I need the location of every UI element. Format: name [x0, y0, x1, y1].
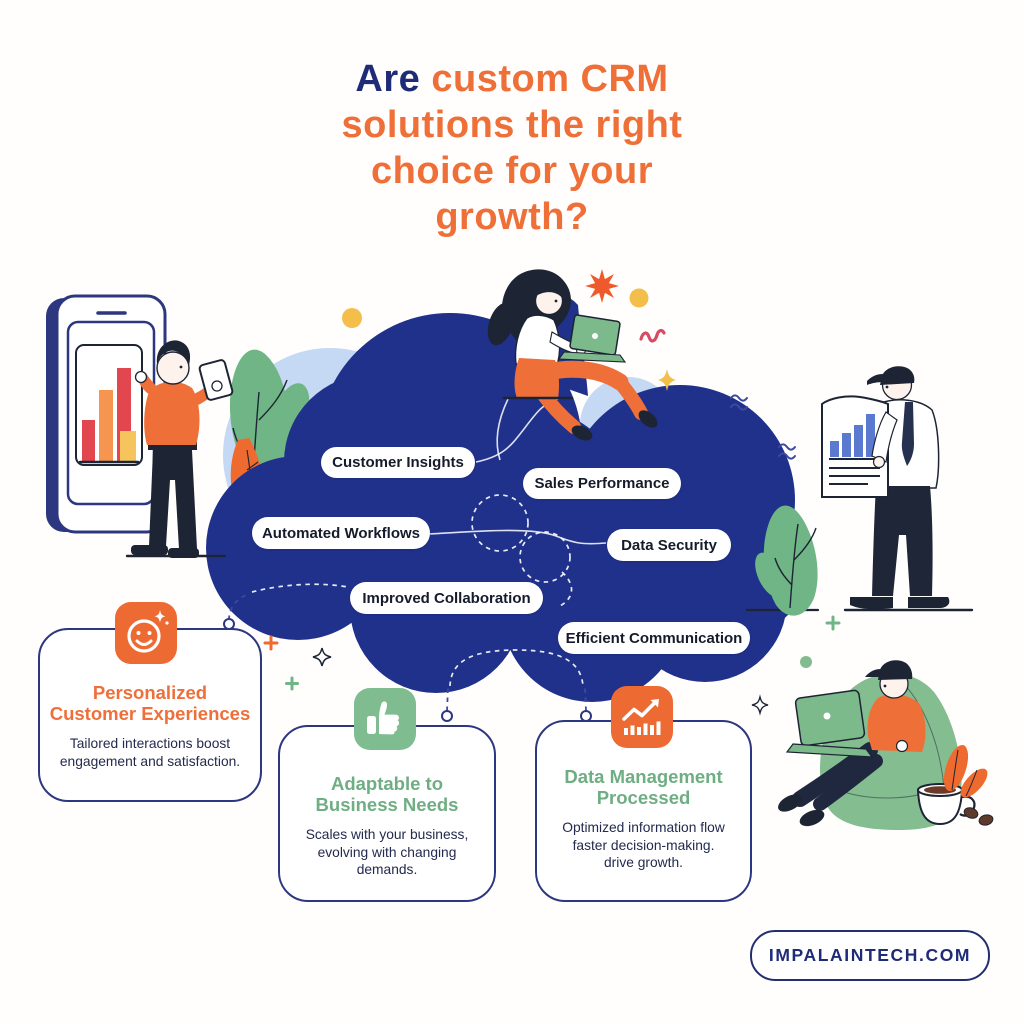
card-title-line1: Adaptable to: [330, 773, 444, 794]
title-highlight: Are: [355, 58, 421, 100]
man-with-tablet-illustration: [125, 340, 234, 558]
card-title-line1: Personalized: [92, 682, 208, 703]
card-body-line2: faster decision-making.: [572, 837, 715, 853]
wave-icon: [730, 394, 796, 460]
red-squiggle-icon: [639, 328, 666, 343]
card-body-line3: demands.: [356, 862, 418, 877]
pill-label: Improved Collaboration: [362, 589, 531, 607]
title-line2: solutions the right: [341, 104, 683, 146]
website-url: IMPALAINTECH.COM: [768, 945, 972, 965]
orange-leaves-icon: [943, 744, 988, 798]
top-decorations: [263, 269, 841, 716]
coffee-beans-icon: [963, 807, 994, 826]
pill-label: Sales Performance: [534, 475, 670, 492]
cloud-pill-sales-performance: Sales Performance: [523, 468, 681, 499]
website-badge: IMPALAINTECH.COM: [750, 930, 990, 981]
cloud-pill-improved-collaboration: Improved Collaboration: [350, 582, 543, 614]
card-title-line2: Processed: [596, 787, 691, 808]
yellow-dot-icon: [629, 288, 649, 308]
title-line1-rest: custom CRM: [431, 58, 669, 100]
card-body-line1: Optimized information flow: [562, 820, 725, 835]
green-dot-icon: [800, 656, 812, 668]
card-connector-dots: [223, 618, 592, 722]
card-title-line2: Business Needs: [315, 794, 459, 815]
card-data-management-processed: Data Management Processed Optimized info…: [535, 720, 752, 902]
cloud-pill-efficient-communication: Efficient Communication: [558, 622, 750, 654]
man-with-poster-illustration: [821, 366, 974, 612]
woman-on-cloud-illustration: [487, 269, 658, 441]
cloud-pill-automated-workflows: Automated Workflows: [252, 517, 430, 549]
beanbag-man-illustration: [778, 660, 994, 830]
cloud-dashed-details: [251, 494, 584, 687]
card-title-line1: Data Management: [564, 766, 723, 787]
card-body-line2: engagement and satisfaction.: [59, 753, 241, 769]
pill-label: Customer Insights: [332, 454, 464, 471]
card-body: Optimized information flow faster decisi…: [537, 819, 750, 872]
card-adaptable-to-business-needs: Adaptable to Business Needs Scales with …: [278, 725, 496, 902]
card-body: Scales with your business, evolving with…: [280, 826, 494, 879]
starburst-icon: [585, 269, 619, 303]
card-personalized-customer-experiences: Personalized Customer Experiences Tailor…: [38, 628, 262, 802]
pill-label: Data Security: [621, 536, 717, 554]
card-body-line3: drive growth.: [604, 855, 683, 870]
sparkle-outline-icon: [751, 694, 769, 716]
cloud-pill-data-security: Data Security: [607, 529, 731, 561]
right-plant-illustration: [745, 505, 820, 616]
card-body: Tailored interactions boost engagement a…: [40, 735, 260, 770]
card-body-line1: Scales with your business,: [305, 827, 469, 842]
pill-label: Automated Workflows: [261, 524, 421, 542]
page-title: Are custom CRM solutions the right choic…: [182, 56, 842, 240]
trend-chart-icon: [611, 686, 673, 748]
sparkle-outline-icon: [312, 647, 332, 667]
title-line3: choice for your: [371, 150, 653, 192]
thumbs-up-icon: [354, 688, 416, 750]
title-line4: growth?: [435, 196, 589, 238]
card-connector-dashes: [228, 594, 587, 712]
card-body-line1: Tailored interactions boost: [69, 736, 231, 751]
beanbag-laptop-icon: [785, 689, 874, 758]
phone-bar-chart-icon: [78, 368, 140, 464]
card-title-line2: Customer Experiences: [49, 703, 251, 724]
card-title: Personalized Customer Experiences: [40, 682, 260, 724]
yellow-dot-icon: [342, 308, 362, 328]
cloud-pill-customer-insights: Customer Insights: [321, 447, 475, 478]
pill-label: Efficient Communication: [565, 629, 743, 647]
card-title: Data Management Processed: [537, 766, 750, 808]
yellow-sparkle-icon: [658, 369, 676, 391]
poster-chart-icon: [821, 395, 889, 498]
plus-icon: [263, 615, 841, 691]
smiley-sparkle-icon: [115, 602, 177, 664]
phone-chart-illustration: [46, 294, 167, 534]
card-title: Adaptable to Business Needs: [280, 773, 494, 815]
woman-laptop-icon: [557, 314, 627, 363]
card-body-line2: evolving with changing: [317, 844, 457, 860]
